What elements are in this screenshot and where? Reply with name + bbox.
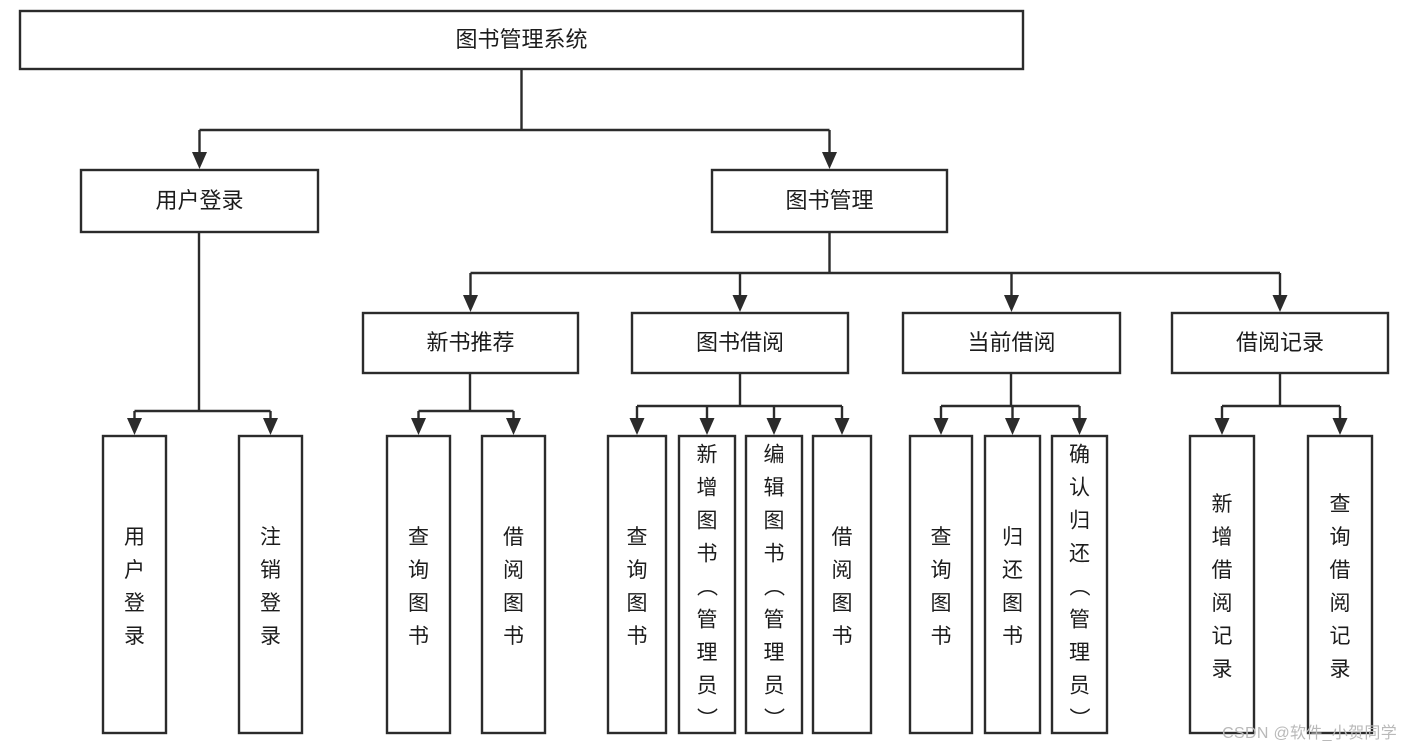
- csdn-watermark: CSDN @软件_小贺同学: [1222, 725, 1397, 742]
- node-label: 用户登录: [155, 188, 243, 213]
- node-leaf-新增借阅记录[interactable]: 新增借阅记录: [1188, 434, 1256, 735]
- node-leaf-借阅图书[interactable]: 借阅图书: [480, 434, 547, 735]
- arrow-head-icon: [933, 418, 949, 435]
- node-box: [901, 311, 1122, 375]
- arrow-head-icon: [766, 418, 782, 435]
- node-level2-图书管理[interactable]: 图书管理: [710, 168, 949, 234]
- node-box: [811, 434, 873, 735]
- node-box: [361, 311, 580, 375]
- arrow-head-icon: [411, 418, 426, 435]
- node-leaf-用户登录[interactable]: 用户登录: [101, 434, 168, 735]
- node-label: 查询图书: [931, 526, 952, 648]
- node-label: 图书管理: [785, 188, 873, 213]
- node-label: 新增借阅记录: [1212, 493, 1233, 681]
- arrow-head-icon: [834, 418, 850, 435]
- node-label: 借阅记录: [1236, 330, 1324, 355]
- node-box: [1306, 434, 1374, 735]
- node-box: [606, 434, 668, 735]
- node-label: 当前借阅: [967, 330, 1055, 355]
- node-box: [983, 434, 1042, 735]
- arrow-head-icon: [629, 418, 645, 435]
- node-level3-借阅记录[interactable]: 借阅记录: [1170, 311, 1390, 375]
- node-box: [677, 434, 737, 735]
- node-label: 借阅图书: [832, 526, 853, 648]
- node-label: 新书推荐: [426, 330, 514, 355]
- node-label: 新增图书（管理员）: [697, 444, 719, 731]
- node-leaf-查询图书[interactable]: 查询图书: [385, 434, 452, 735]
- node-leaf-查询图书[interactable]: 查询图书: [606, 434, 668, 735]
- node-label: 归还图书: [1002, 526, 1023, 648]
- node-label: 编辑图书（管理员）: [764, 444, 786, 731]
- arrow-head-icon: [1005, 418, 1020, 435]
- node-box: [744, 434, 804, 735]
- node-box: [480, 434, 547, 735]
- arrow-head-icon: [463, 295, 478, 312]
- node-box: [630, 311, 850, 375]
- arrow-head-icon: [1332, 418, 1348, 435]
- node-leaf-注销登录[interactable]: 注销登录: [237, 434, 304, 735]
- node-box: [908, 434, 974, 735]
- node-label: 图书借阅: [696, 330, 784, 355]
- arrow-head-icon: [1072, 418, 1087, 435]
- node-box: [101, 434, 168, 735]
- node-label: 注销登录: [260, 526, 281, 648]
- node-box: [79, 168, 320, 234]
- arrow-head-icon: [192, 152, 207, 169]
- node-level3-新书推荐[interactable]: 新书推荐: [361, 311, 580, 375]
- node-label: 查询图书: [627, 526, 648, 648]
- node-leaf-归还图书[interactable]: 归还图书: [983, 434, 1042, 735]
- node-box: [1050, 434, 1109, 735]
- node-box: [237, 434, 304, 735]
- node-label: 查询图书: [408, 526, 429, 648]
- node-box: [1188, 434, 1256, 735]
- node-level2-用户登录[interactable]: 用户登录: [79, 168, 320, 234]
- arrow-head-icon: [732, 295, 748, 312]
- arrow-head-icon: [1004, 295, 1019, 312]
- node-label: 确认归还（管理员）: [1069, 444, 1091, 731]
- arrow-head-icon: [263, 418, 278, 435]
- node-box: [18, 9, 1025, 71]
- node-leaf-查询借阅记录[interactable]: 查询借阅记录: [1306, 434, 1374, 735]
- arrow-head-icon: [506, 418, 521, 435]
- node-label: 查询借阅记录: [1330, 493, 1351, 681]
- node-leaf-编辑图书管理员[interactable]: 编辑图书（管理员）: [744, 434, 804, 735]
- node-label: 用户登录: [124, 526, 145, 648]
- node-label: 借阅图书: [503, 526, 524, 648]
- node-leaf-查询图书[interactable]: 查询图书: [908, 434, 974, 735]
- arrow-head-icon: [1214, 418, 1230, 435]
- node-leaf-确认归还管理员[interactable]: 确认归还（管理员）: [1050, 434, 1109, 735]
- node-leaf-新增图书管理员[interactable]: 新增图书（管理员）: [677, 434, 737, 735]
- node-box: [385, 434, 452, 735]
- arrow-head-icon: [822, 152, 837, 169]
- node-box: [1170, 311, 1390, 375]
- node-root-图书管理系统[interactable]: 图书管理系统: [18, 9, 1025, 71]
- node-level3-图书借阅[interactable]: 图书借阅: [630, 311, 850, 375]
- node-label: 图书管理系统: [455, 27, 587, 52]
- arrow-head-icon: [127, 418, 142, 435]
- arrow-head-icon: [1272, 295, 1288, 312]
- node-leaf-借阅图书[interactable]: 借阅图书: [811, 434, 873, 735]
- node-level3-当前借阅[interactable]: 当前借阅: [901, 311, 1122, 375]
- arrow-head-icon: [699, 418, 715, 435]
